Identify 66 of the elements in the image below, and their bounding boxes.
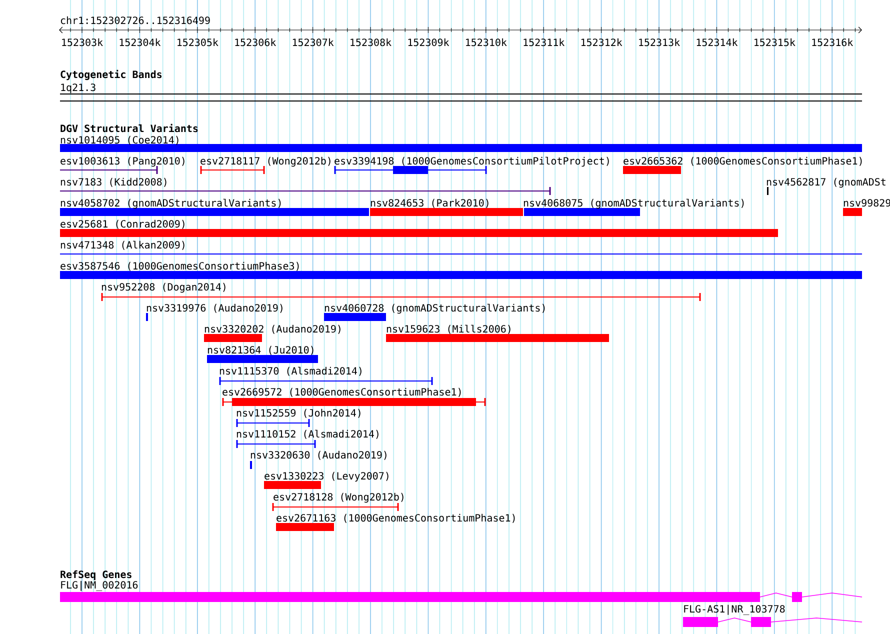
node-label: esv25681 (Conrad2009) bbox=[60, 220, 184, 229]
variant-bar: nsv4562817 (gnomADSt bbox=[766, 178, 886, 195]
node-label: nsv3319976 (Audano2019) bbox=[146, 304, 282, 313]
tick-label: 152316k bbox=[812, 38, 854, 46]
variant-bar: nsv821364 (Ju2010) bbox=[207, 346, 318, 363]
node-label: nsv821364 (Ju2010) bbox=[208, 346, 314, 355]
tick-label: 152306k bbox=[235, 38, 276, 46]
tick-label: 152304k bbox=[120, 38, 161, 46]
tick-label: 152303k bbox=[62, 38, 103, 46]
variant-bar: nsv4068075 (gnomADStructuralVariants) bbox=[524, 198, 744, 216]
variant-line: esv2718117 (Wong2012b) bbox=[200, 156, 330, 174]
node-label: nsv4068075 (gnomADStructuralVariants) bbox=[524, 198, 744, 209]
variant-bar: nsv3320630 (Audano2019) bbox=[250, 450, 386, 469]
tick-label: 152313k bbox=[639, 38, 680, 46]
variant-bar: nsv3319976 (Audano2019) bbox=[146, 304, 282, 321]
node-label: FLG-AS1|NR_103778 bbox=[684, 604, 785, 615]
gene-model: FLG-AS1|NR_103778 bbox=[683, 604, 862, 627]
node-label: nsv824653 (Park2010) bbox=[370, 198, 488, 208]
tick-label: 152311k bbox=[524, 38, 565, 46]
node-label: nsv3320630 (Audano2019) bbox=[250, 450, 386, 460]
node-label: nsv4058702 (gnomADStructuralVariants) bbox=[60, 198, 281, 209]
tick-label: 152307k bbox=[292, 38, 334, 46]
variant-line: nsv1152559 (John2014) bbox=[236, 408, 360, 427]
tick-label: 152312k bbox=[581, 38, 622, 46]
variant-bar: nsv3320202 (Audano2019) bbox=[204, 324, 340, 342]
track-heading: RefSeq Genes bbox=[60, 570, 132, 580]
variant-bar: nsv824653 (Park2010) bbox=[370, 198, 523, 216]
variant-line: nsv7183 (Kidd2008) bbox=[60, 178, 551, 195]
variant-line: nsv471348 (Alkan2009) bbox=[60, 240, 863, 254]
band-label: 1q21.3 bbox=[61, 84, 96, 94]
node-label: esv3587546 (1000GenomesConsortiumPhase3) bbox=[60, 262, 299, 271]
tick-label: 152305k bbox=[178, 38, 218, 46]
variant-bar: esv1330223 (Levy2007) bbox=[264, 472, 388, 489]
variant-line: nsv1115370 (Alsmadi2014) bbox=[219, 366, 433, 385]
variant-line: esv1003613 (Pang2010) bbox=[60, 156, 184, 174]
tick-label: 152315k bbox=[754, 38, 796, 46]
node-label: nsv3320202 (Audano2019) bbox=[204, 324, 340, 334]
track-heading: DGV Structural Variants bbox=[60, 124, 198, 132]
variant-bar: esv2665362 (1000GenomesConsortiumPhase1) bbox=[623, 156, 862, 174]
tick-label: 152309k bbox=[408, 38, 450, 46]
variant-line: esv3394198 (1000GenomesConsortiumPilotProject) bbox=[334, 156, 609, 174]
node-label: esv2671163 (1000GenomesConsortiumPhase1) bbox=[276, 514, 515, 523]
variant-line: esv2718128 (Wong2012b) bbox=[272, 492, 404, 511]
variant-line: nsv952208 (Dogan2014) bbox=[101, 282, 701, 301]
variant-bar: nsv159623 (Mills2006) bbox=[386, 324, 609, 342]
node-label: nsv1014095 (Coe2014) bbox=[60, 136, 178, 145]
node-label: nsv159623 (Mills2006) bbox=[386, 324, 510, 334]
variant-line: esv2669572 (1000GenomesConsortiumPhase1) bbox=[222, 388, 486, 406]
track-heading: Cytogenetic Bands bbox=[60, 70, 162, 80]
variant-bar: nsv4060728 (gnomADStructuralVariants) bbox=[324, 304, 545, 321]
variant-bar: esv25681 (Conrad2009) bbox=[60, 220, 778, 237]
gene-model: FLG|NM_002016 bbox=[60, 580, 862, 602]
node-label: nsv4060728 (gnomADStructuralVariants) bbox=[324, 304, 545, 314]
variant-bar: nsv4058702 (gnomADStructuralVariants) bbox=[60, 198, 369, 216]
node-label: FLG|NM_002016 bbox=[61, 580, 138, 591]
region-label: chr1:152302726..152316499 bbox=[60, 16, 210, 24]
tick-label: 152310k bbox=[466, 38, 507, 46]
variant-bar: nsv1014095 (Coe2014) bbox=[60, 136, 862, 152]
tick-label: 152314k bbox=[696, 38, 738, 46]
node-label: nsv4562817 (gnomADSt bbox=[766, 178, 886, 188]
tick-label: 152308k bbox=[350, 38, 392, 46]
node-label: esv2665362 (1000GenomesConsortiumPhase1) bbox=[624, 156, 862, 166]
variant-line: nsv1110152 (Alsmadi2014) bbox=[236, 430, 378, 448]
variant-bar: esv2671163 (1000GenomesConsortiumPhase1) bbox=[276, 514, 515, 531]
node-label: esv1330223 (Levy2007) bbox=[264, 472, 388, 482]
variant-bar: esv3587546 (1000GenomesConsortiumPhase3) bbox=[60, 262, 862, 279]
